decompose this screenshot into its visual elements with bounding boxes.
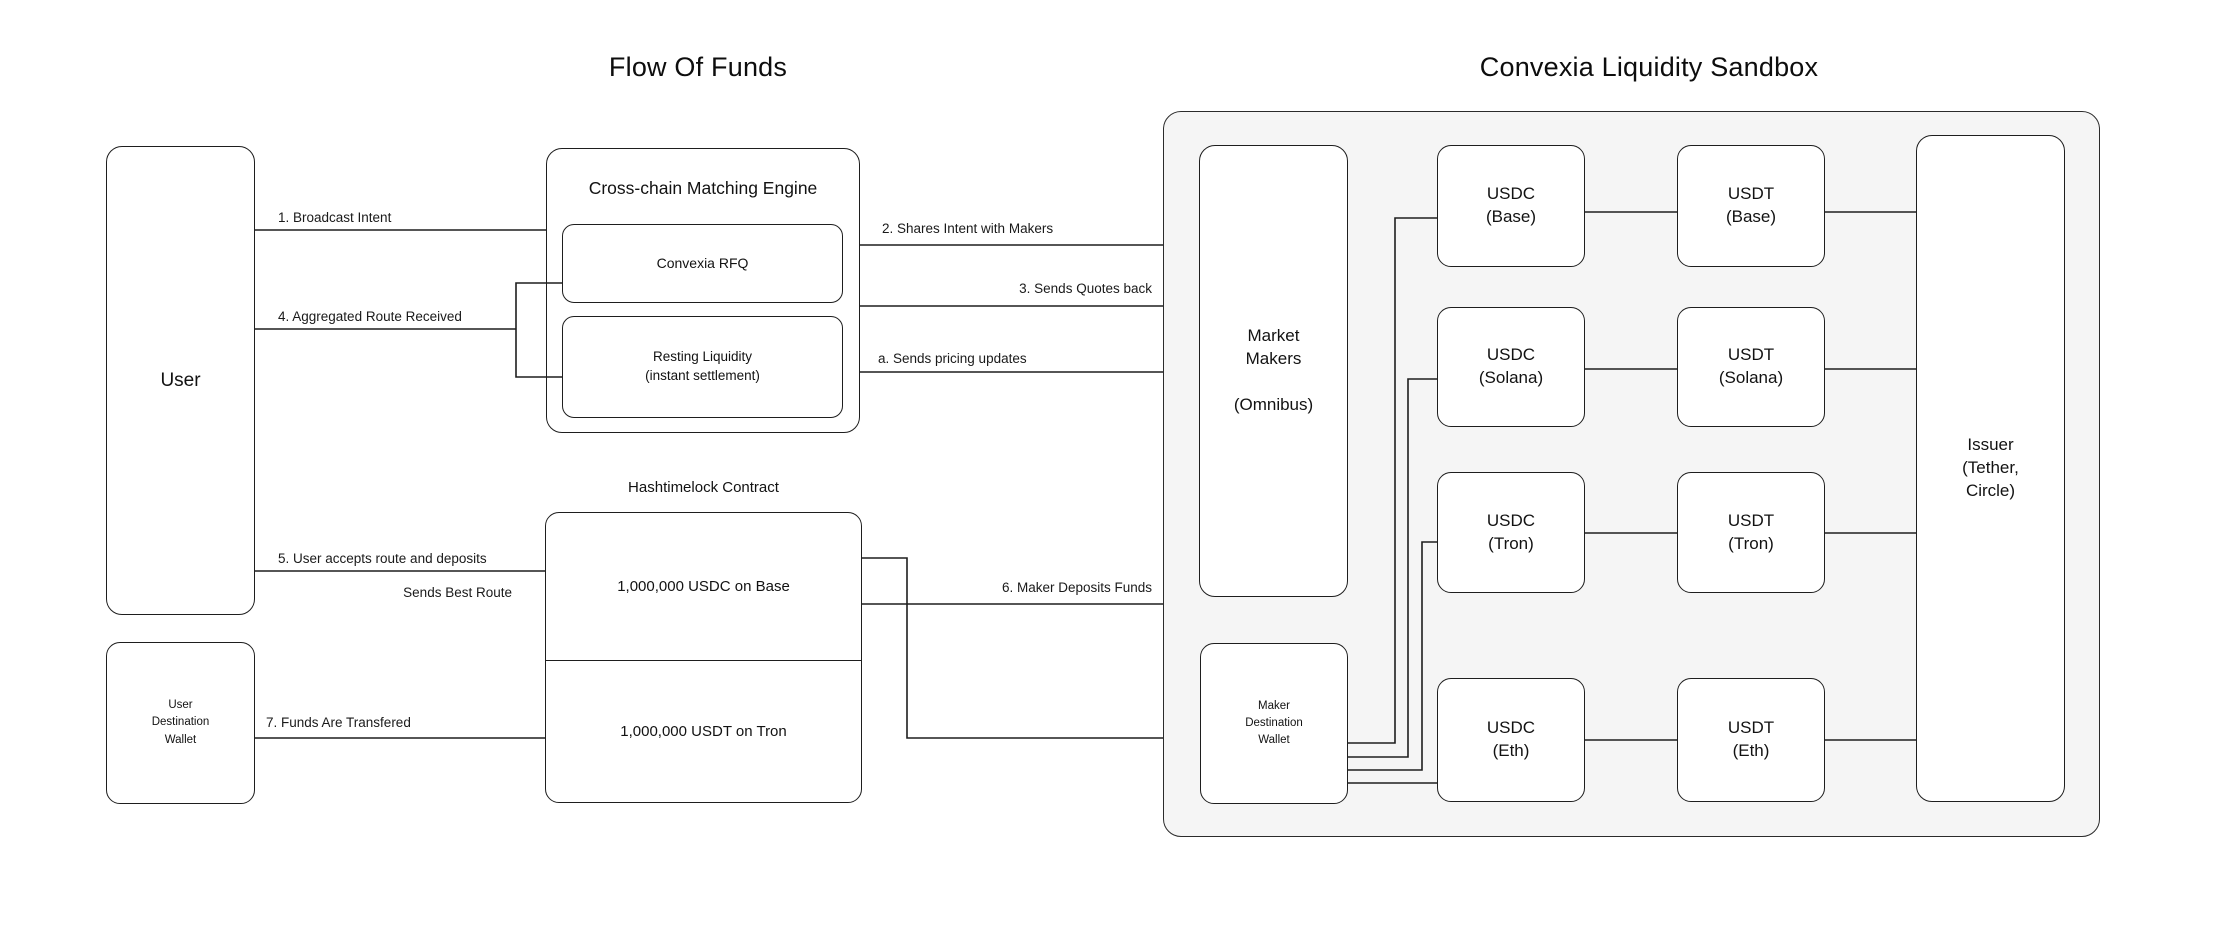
edge-maker-wallet-to-usdc-solana-line — [1348, 378, 1437, 758]
edge-label-funds-transfered: 7. Funds Are Transfered — [266, 715, 411, 730]
edge-label-user-accepts: 5. User accepts route and deposits — [278, 551, 487, 566]
usdt-solana-box: USDT (Solana) — [1677, 307, 1825, 427]
flow-of-funds-title: Flow Of Funds — [608, 52, 788, 82]
hashtimelock-divider — [546, 660, 861, 661]
edge-maker-wallet-to-usdc-base-line — [1348, 217, 1437, 744]
edge-label-shares-intent: 2. Shares Intent with Makers — [882, 221, 1054, 236]
usdc-tron-box: USDC (Tron) — [1437, 472, 1585, 593]
user-box: User — [106, 146, 255, 615]
issuer-box: Issuer (Tether, Circle) — [1916, 135, 2065, 802]
edge-label-sends-best-route: Sends Best Route — [403, 585, 512, 600]
usdt-tron-box: USDT (Tron) — [1677, 472, 1825, 593]
edge-maker-wallet-to-usdc-tron-line — [1348, 541, 1437, 771]
edge-aggregated-route-line — [255, 282, 562, 378]
user-destination-wallet-box: User Destination Wallet — [106, 642, 255, 804]
market-makers-box: Market Makers (Omnibus) — [1199, 145, 1348, 597]
hashtimelock-usdt-cell: 1,000,000 USDT on Tron — [620, 722, 787, 740]
convexia-liquidity-sandbox-title: Convexia Liquidity Sandbox — [1479, 52, 1819, 82]
edge-maker-deposits-elbow-line — [862, 557, 1163, 739]
usdc-solana-box: USDC (Solana) — [1437, 307, 1585, 427]
edge-label-broadcast-intent: 1. Broadcast Intent — [278, 210, 392, 225]
hashtimelock-usdc-cell: 1,000,000 USDC on Base — [617, 578, 790, 595]
usdc-base-box: USDC (Base) — [1437, 145, 1585, 267]
edge-label-sends-quotes: 3. Sends Quotes back — [1019, 281, 1152, 296]
matching-engine-box — [546, 148, 860, 433]
convexia-rfq-box: Convexia RFQ — [562, 224, 843, 303]
usdc-eth-box: USDC (Eth) — [1437, 678, 1585, 802]
maker-destination-wallet-box: Maker Destination Wallet — [1200, 643, 1348, 804]
hashtimelock-title: Hashtimelock Contract — [628, 479, 779, 496]
hashtimelock-contract-box: 1,000,000 USDC on Base 1,000,000 USDT on… — [545, 512, 862, 803]
edge-label-aggregated-route: 4. Aggregated Route Received — [278, 309, 462, 324]
usdt-eth-box: USDT (Eth) — [1677, 678, 1825, 802]
edge-label-maker-deposits: 6. Maker Deposits Funds — [1001, 580, 1152, 595]
usdt-base-box: USDT (Base) — [1677, 145, 1825, 267]
edge-label-pricing-updates: a. Sends pricing updates — [878, 351, 1027, 366]
resting-liquidity-box: Resting Liquidity (instant settlement) — [562, 316, 843, 418]
matching-engine-title: Cross-chain Matching Engine — [588, 178, 818, 198]
